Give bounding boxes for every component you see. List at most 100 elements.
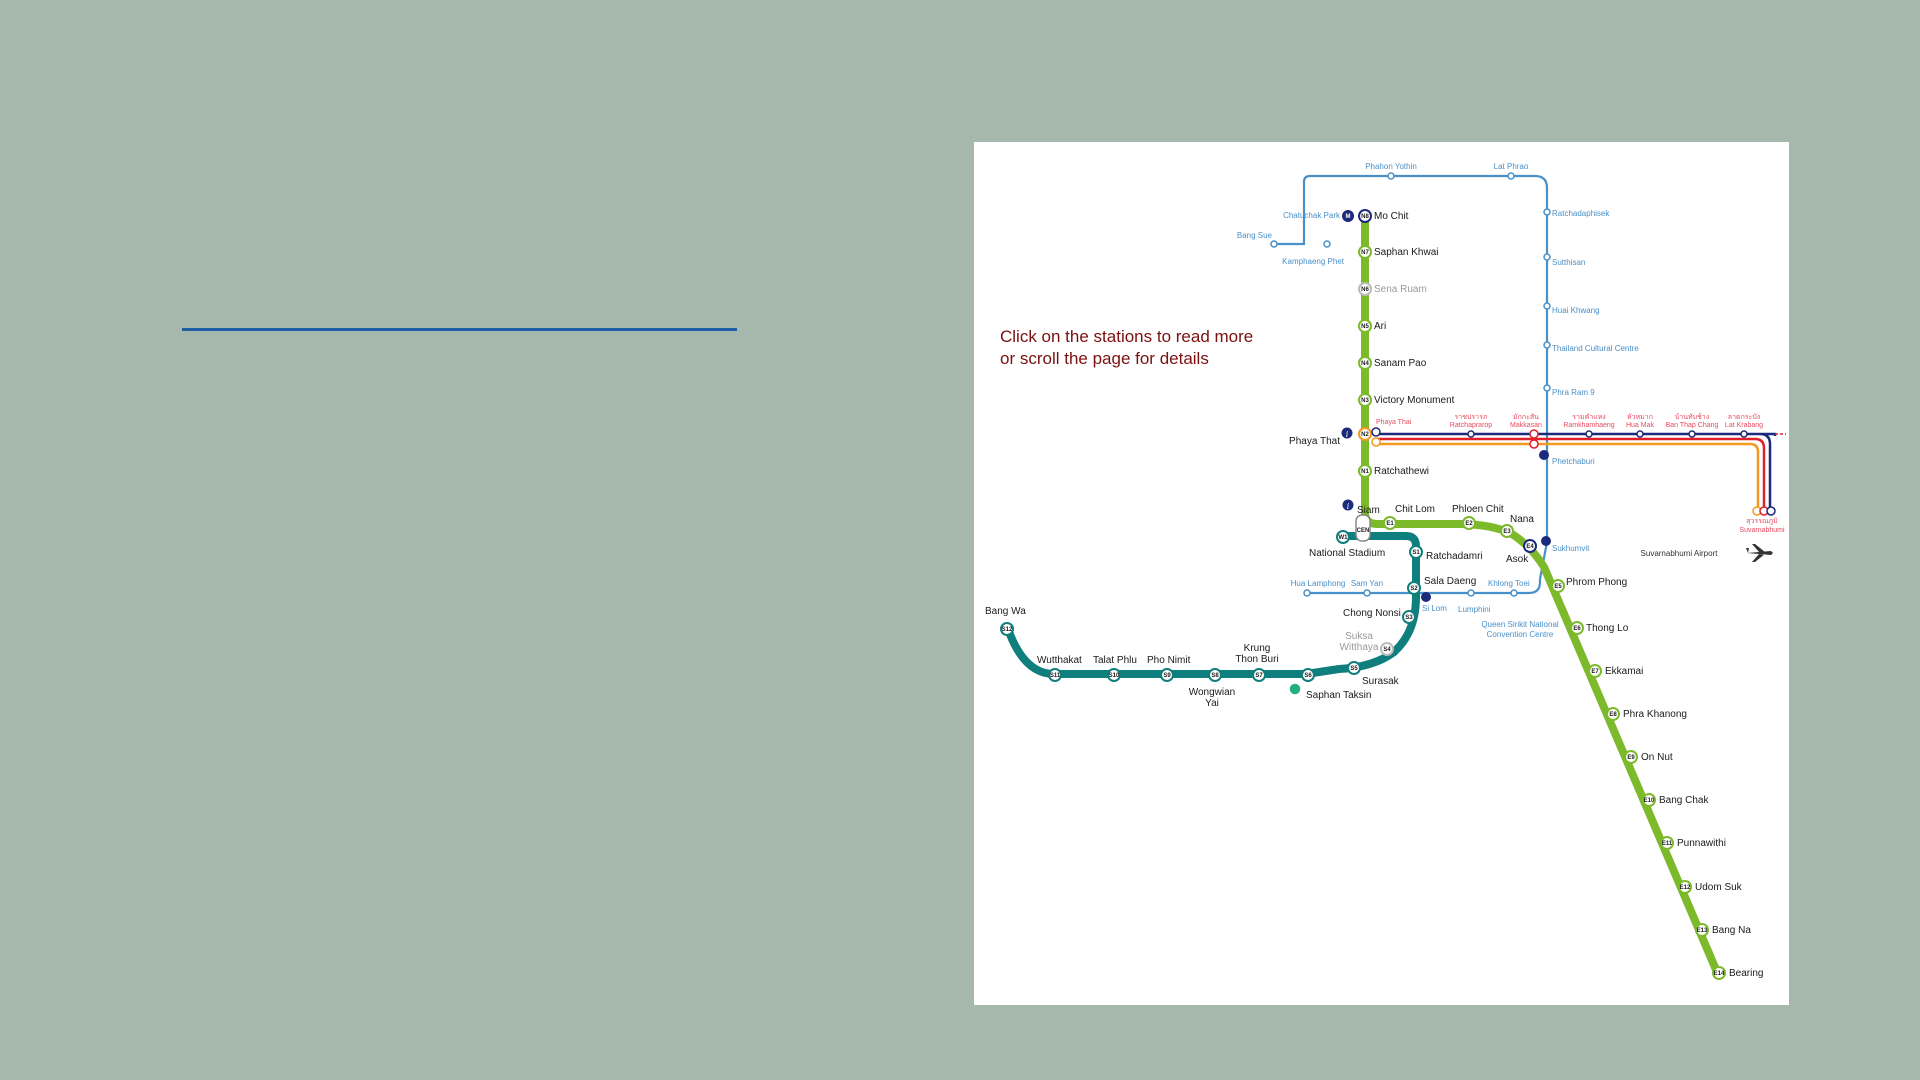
- station-label: Ekkamai: [1605, 666, 1643, 677]
- arl-station-makkasan-express[interactable]: [1529, 439, 1539, 449]
- airport-rail-stations: Phaya Thai ราชปรารภ Ratchaprarop มักกะสั…: [1371, 413, 1785, 562]
- station-surasak[interactable]: S5 Surasak: [1347, 661, 1400, 687]
- station-sena-ruam[interactable]: N6 Sena Ruam: [1358, 282, 1427, 296]
- station-udom-suk[interactable]: E12 Udom Suk: [1678, 880, 1743, 894]
- arl-label-hua-mak: Hua Mak: [1626, 422, 1655, 429]
- station-wongwian-yai[interactable]: S8 Wongwian Yai: [1189, 668, 1236, 709]
- station-chit-lom[interactable]: E1 Chit Lom: [1383, 504, 1435, 530]
- station-label: Asok: [1506, 554, 1529, 565]
- mrt-station-huai-khwang[interactable]: [1543, 302, 1551, 310]
- station-label: Punnawithi: [1677, 838, 1726, 849]
- mrt-station-ratchadaphisek[interactable]: [1543, 208, 1551, 216]
- mrt-station-kamphaeng-phet[interactable]: [1323, 240, 1331, 248]
- station-label: Bearing: [1729, 968, 1763, 979]
- station-code: E12: [1680, 885, 1691, 891]
- station-label: On Nut: [1641, 752, 1673, 763]
- station-ekkamai[interactable]: E7 Ekkamai: [1588, 664, 1643, 678]
- boat-pier-icon: [1288, 682, 1302, 696]
- station-ratchadamri[interactable]: S1 Ratchadamri: [1409, 545, 1483, 562]
- station-suksa-witthaya[interactable]: S4 Suksa Witthaya: [1340, 631, 1394, 656]
- arl-station-phaya-thai[interactable]: [1371, 427, 1381, 437]
- mrt-label-si-lom: Si Lom: [1422, 604, 1447, 613]
- mrt-station-thailand-cultural-centre[interactable]: [1543, 341, 1551, 349]
- arl-station-suvarnabhumi-navy[interactable]: [1766, 506, 1776, 516]
- arl-station-ramkhamhaeng[interactable]: [1585, 430, 1593, 438]
- station-code: E14: [1714, 971, 1725, 977]
- mrt-label-bang-sue: Bang Sue: [1237, 231, 1273, 240]
- station-code: N1: [1361, 469, 1369, 475]
- station-sala-daeng[interactable]: S2 Sala Daeng: [1407, 576, 1476, 595]
- station-punnawithi[interactable]: E11 Punnawithi: [1660, 836, 1726, 850]
- info-icon[interactable]: [1342, 499, 1354, 511]
- station-bearing[interactable]: E14 Bearing: [1712, 966, 1763, 980]
- mrt-station-sam-yan[interactable]: [1363, 589, 1371, 597]
- station-label: Bang Chak: [1659, 795, 1709, 806]
- svg-text:M: M: [1346, 214, 1351, 220]
- station-chong-nonsi[interactable]: S3 Chong Nonsi: [1343, 608, 1416, 624]
- station-ari[interactable]: N5 Ari: [1358, 319, 1386, 333]
- mrt-icon[interactable]: [1342, 210, 1354, 222]
- arl-station-phaya-thai-express[interactable]: [1371, 437, 1381, 447]
- station-siam[interactable]: CEN i Siam: [1342, 499, 1380, 542]
- mrt-station-khlong-toei[interactable]: [1510, 589, 1518, 597]
- info-icon[interactable]: [1341, 427, 1353, 439]
- mrt-label-sutthisan: Sutthisan: [1552, 258, 1585, 267]
- mrt-station-phra-ram-9[interactable]: [1543, 384, 1551, 392]
- arl-station-makkasan[interactable]: [1529, 429, 1539, 439]
- arl-label-lat-krabang: Lat Krabang: [1725, 422, 1763, 429]
- station-label-line2: Witthaya: [1340, 642, 1379, 653]
- arl-station-ban-thap-chang[interactable]: [1688, 430, 1696, 438]
- arl-label-suvarnabhumi: Suvarnabhumi: [1739, 527, 1785, 534]
- station-talat-phlu[interactable]: S10 Talat Phlu: [1093, 655, 1137, 682]
- station-code: S7: [1255, 673, 1263, 679]
- station-mo-chit[interactable]: N8 Mo Chit: [1358, 209, 1409, 223]
- station-krung-thon-buri[interactable]: S7 Krung Thon Buri: [1235, 643, 1279, 682]
- mrt-icon[interactable]: [1421, 592, 1431, 602]
- station-code: W1: [1339, 535, 1349, 541]
- station-label: Thong Lo: [1586, 623, 1629, 634]
- arl-station-lat-krabang[interactable]: [1740, 430, 1748, 438]
- station-phaya-that[interactable]: N2 i Phaya That: [1289, 427, 1372, 448]
- station-saphan-taksin[interactable]: S6 Saphan Taksin: [1288, 668, 1371, 701]
- mrt-station-phahon-yothin[interactable]: [1387, 172, 1395, 180]
- station-pho-nimit[interactable]: S9 Pho Nimit: [1147, 655, 1191, 682]
- station-label: Chong Nonsi: [1343, 608, 1401, 619]
- station-phra-khanong[interactable]: E8 Phra Khanong: [1606, 707, 1687, 721]
- station-phloen-chit[interactable]: E2 Phloen Chit: [1452, 504, 1504, 530]
- station-nana[interactable]: E3 Nana: [1500, 514, 1534, 538]
- station-code: S11: [1050, 673, 1061, 679]
- arl-station-hua-mak[interactable]: [1636, 430, 1644, 438]
- mrt-station-lat-phrao[interactable]: [1507, 172, 1515, 180]
- station-bang-chak[interactable]: E10 Bang Chak: [1642, 793, 1709, 807]
- mrt-icon[interactable]: [1541, 536, 1551, 546]
- arl-station-ratchaprarop[interactable]: [1467, 430, 1475, 438]
- station-sanam-pao[interactable]: N4 Sanam Pao: [1358, 356, 1427, 370]
- station-on-nut[interactable]: E9 On Nut: [1624, 750, 1673, 764]
- mrt-stations: Phahon Yothin Lat Phrao M Chatuchak Park…: [1237, 162, 1639, 639]
- station-saphan-khwai[interactable]: N7 Saphan Khwai: [1358, 245, 1439, 259]
- arl-label-ratchaprarop-th: ราชปรารภ: [1455, 414, 1488, 421]
- station-bang-na[interactable]: E13 Bang Na: [1695, 923, 1751, 937]
- station-ratchathewi[interactable]: N1 Ratchathewi: [1358, 464, 1429, 478]
- mrt-icon[interactable]: [1539, 450, 1549, 460]
- mrt-station-lumphini[interactable]: [1467, 589, 1475, 597]
- station-code: S10: [1109, 673, 1120, 679]
- mrt-label-thailand-cultural-centre: Thailand Cultural Centre: [1552, 344, 1639, 353]
- station-thong-lo[interactable]: E6 Thong Lo: [1570, 621, 1629, 635]
- station-phrom-phong[interactable]: E5 Phrom Phong: [1551, 577, 1627, 593]
- station-bang-wa[interactable]: S12 Bang Wa: [985, 606, 1026, 636]
- station-victory-monument[interactable]: N3 Victory Monument: [1358, 393, 1455, 407]
- transit-map-panel: Click on the stations to read more or sc…: [974, 142, 1789, 1005]
- mrt-station-sutthisan[interactable]: [1543, 253, 1551, 261]
- mrt-station-bang-sue[interactable]: [1270, 240, 1278, 248]
- station-wutthakat[interactable]: S11 Wutthakat: [1037, 655, 1082, 682]
- station-label: Ari: [1374, 321, 1386, 332]
- hint-text-line1: Click on the stations to read more: [1000, 327, 1253, 346]
- station-code: CEN: [1357, 528, 1370, 534]
- station-asok[interactable]: E4 Asok: [1506, 539, 1537, 565]
- mrt-station-hua-lamphong[interactable]: [1303, 589, 1311, 597]
- mrt-label-khlong-toei: Khlong Toei: [1488, 579, 1530, 588]
- station-national-stadium[interactable]: W1 National Stadium: [1309, 530, 1385, 559]
- station-label: Phloen Chit: [1452, 504, 1504, 515]
- station-code: E4: [1526, 544, 1534, 550]
